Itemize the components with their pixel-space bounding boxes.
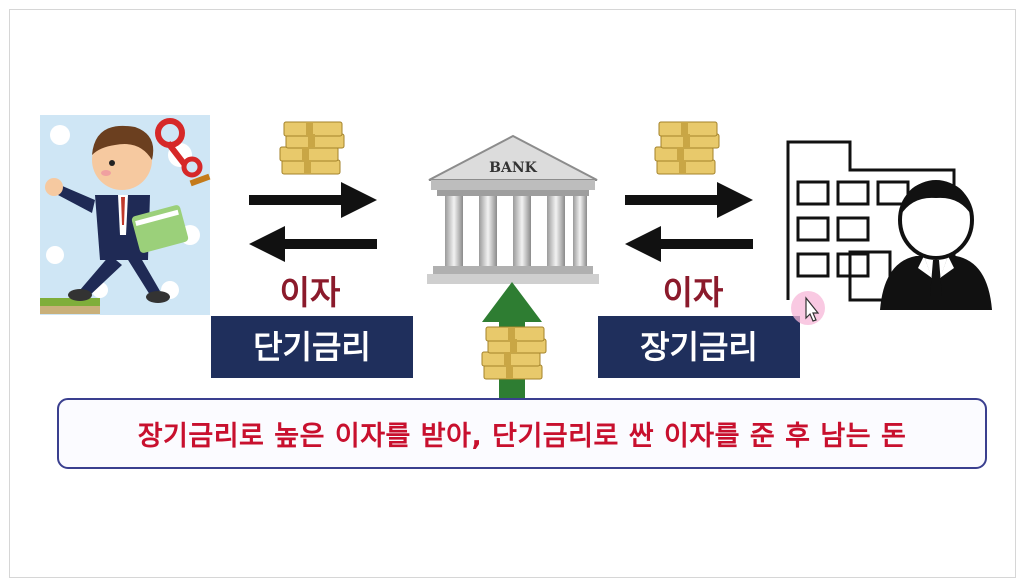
summary-text: 장기금리로 높은 이자를 받아, 단기금리로 싼 이자를 준 후 남는 돈 [137,421,907,452]
arrow-left-right [625,224,753,264]
arrow-right-right [625,180,753,220]
arrow-left-left [249,224,377,264]
money-bundle-icon [480,325,550,387]
summary-box: 장기금리로 높은 이자를 받아, 단기금리로 싼 이자를 준 후 남는 돈 [57,398,987,469]
mouse-cursor-icon [788,290,828,330]
bank-sign: BANK [489,160,537,176]
right-interest-label: 이자 [662,273,724,312]
arrow-right-left [249,180,377,220]
bank-building-icon [423,132,603,292]
money-bundle-icon [278,120,348,182]
left-interest-label: 이자 [279,273,341,312]
long-term-rate-box: 장기금리 [598,316,800,378]
money-bundle-icon [653,120,723,182]
businessman-icon [876,178,996,310]
short-term-rate-box: 단기금리 [211,316,413,378]
depositor-illustration [40,115,220,320]
